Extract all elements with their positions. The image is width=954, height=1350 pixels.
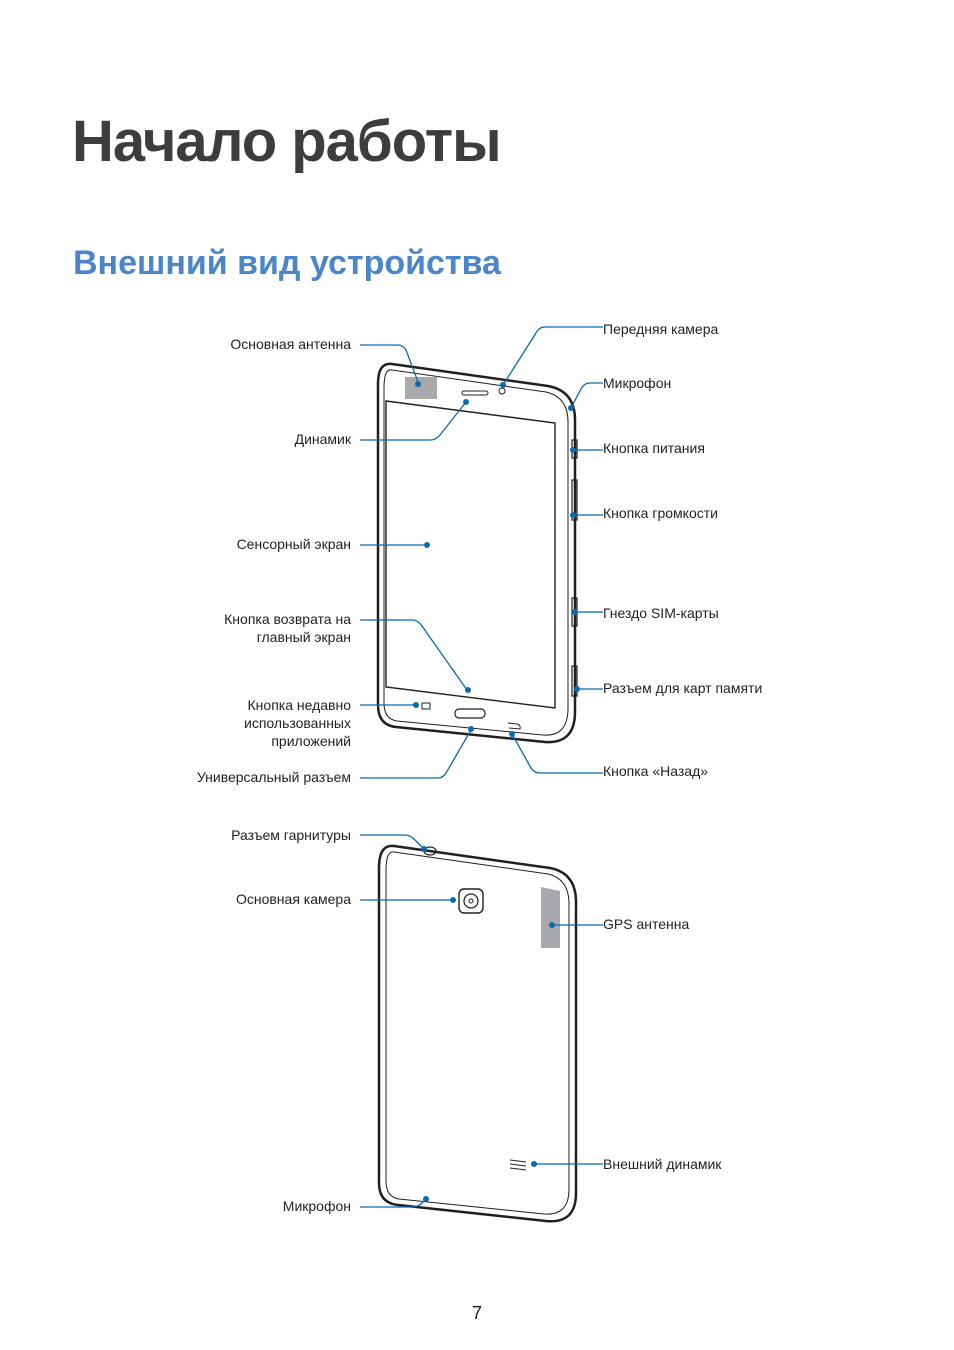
page-number: 7 (471, 1303, 482, 1323)
label-main-antenna: Основная антенна (230, 336, 351, 352)
label-touchscreen: Сенсорный экран (236, 536, 351, 552)
label-sim-slot: Гнездо SIM-карты (603, 605, 719, 621)
label-speaker: Динамик (294, 431, 351, 447)
label-home-button-line2: главный экран (256, 629, 351, 645)
speaker-grill (461, 390, 489, 396)
gps-antenna-area (541, 887, 560, 948)
external-speaker-grill (509, 1159, 527, 1171)
label-usb-port: Универсальный разъем (196, 769, 351, 785)
label-external-speaker: Внешний динамик (603, 1156, 722, 1172)
front-camera-lens (498, 387, 506, 395)
label-recent-apps: Кнопка недавно использованных приложений (244, 696, 351, 750)
memory-slot-shape (571, 665, 578, 697)
rear-camera-housing (458, 888, 484, 914)
label-power-button: Кнопка питания (603, 440, 705, 456)
label-memory-card-slot: Разъем для карт памяти (603, 680, 763, 696)
rear-body-outline (377, 844, 578, 1223)
label-microphone-top: Микрофон (603, 375, 672, 391)
label-recent-apps-line3: приложений (271, 733, 351, 749)
label-back-button: Кнопка «Назад» (603, 763, 709, 779)
label-home-button-line1: Кнопка возврата на (224, 611, 351, 627)
front-body-outline (376, 362, 577, 744)
label-gps-antenna: GPS антенна (603, 916, 690, 932)
chapter-title: Начало работы (72, 109, 502, 174)
section-title: Внешний вид устройства (73, 244, 501, 282)
main-antenna-area (405, 377, 437, 399)
label-front-camera: Передняя камера (603, 321, 719, 337)
label-microphone-bottom: Микрофон (282, 1198, 351, 1214)
label-rear-camera: Основная камера (235, 891, 351, 907)
label-headset-jack: Разъем гарнитуры (231, 827, 351, 843)
label-volume-button: Кнопка громкости (603, 505, 718, 521)
label-recent-apps-line2: использованных (244, 715, 351, 731)
touchscreen-outline (385, 400, 556, 709)
volume-key (571, 479, 578, 521)
label-recent-apps-line1: Кнопка недавно (247, 697, 351, 713)
home-button-shape (454, 708, 486, 719)
recent-apps-icon (421, 702, 431, 710)
front-device (376, 362, 578, 744)
back-icon (507, 722, 521, 730)
label-home-button: Кнопка возврата на главный экран (224, 610, 351, 646)
